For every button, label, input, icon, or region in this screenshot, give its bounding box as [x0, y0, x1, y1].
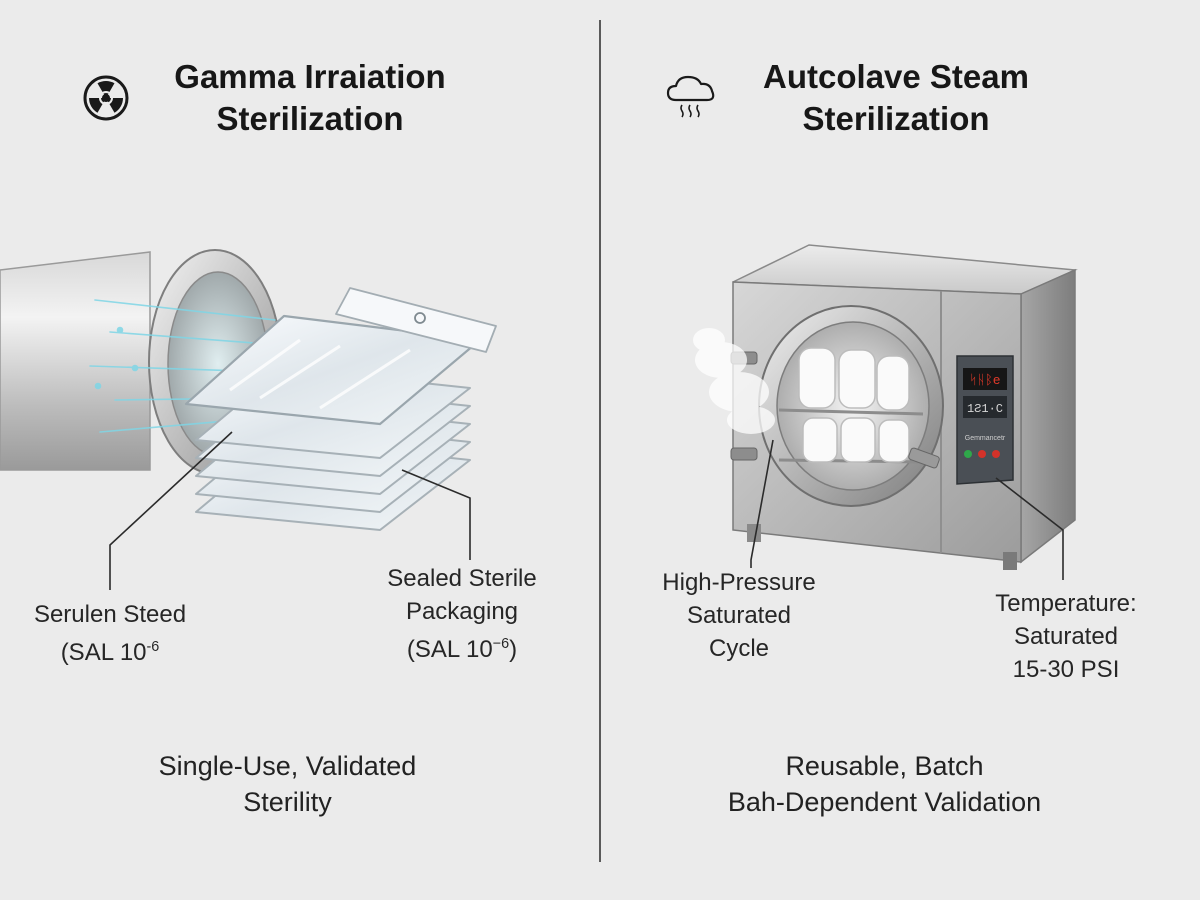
autoclave-chamber	[730, 305, 944, 507]
gamma-illustration	[0, 249, 497, 590]
callout-sealed-sterile-packaging: Sealed Sterile Packaging (SAL 10−6)	[387, 565, 537, 663]
display-readout-bottom: 1Ƨ1·C	[967, 402, 1003, 416]
callout-temperature-psi: Temperature: Saturated 15-30 PSI	[995, 590, 1137, 683]
gamma-title: Gamma Irraiation Sterilization	[174, 58, 446, 137]
steam-puffs	[693, 328, 775, 434]
sealed-package-stack	[184, 287, 497, 531]
autoclave-footer: Reusable, Batch Bah-Dependent Validation	[727, 751, 1042, 817]
autoclave-panel: Autcolave Steam Sterilization	[601, 0, 1200, 900]
autoclave-illustration: ᛋᚺᛒe 1Ƨ1·C Gemmancetr	[693, 244, 1078, 580]
callout-line-left	[109, 431, 233, 590]
callout-line-right	[401, 469, 471, 560]
callout-serulen-steed: Serulen Steed (SAL 10-6	[33, 601, 187, 666]
control-panel	[956, 355, 1014, 485]
control-panel-label: Gemmancetr	[965, 435, 1006, 442]
panel-divider	[599, 20, 601, 862]
radiation-icon	[83, 75, 129, 121]
callout-line-left	[750, 439, 774, 568]
callout-high-pressure-cycle: High-Pressure Saturated Cycle	[662, 569, 816, 662]
display-readout-top: ᛋᚺᛒe	[969, 373, 1000, 388]
callout-line-right	[995, 477, 1064, 580]
gamma-panel: Gamma Irraiation Sterilization	[0, 58, 537, 817]
gamma-footer: Single-Use, Validated Sterility	[158, 751, 417, 817]
steam-cloud-icon	[666, 75, 715, 118]
autoclave-title: Autcolave Steam Sterilization	[763, 58, 1029, 137]
